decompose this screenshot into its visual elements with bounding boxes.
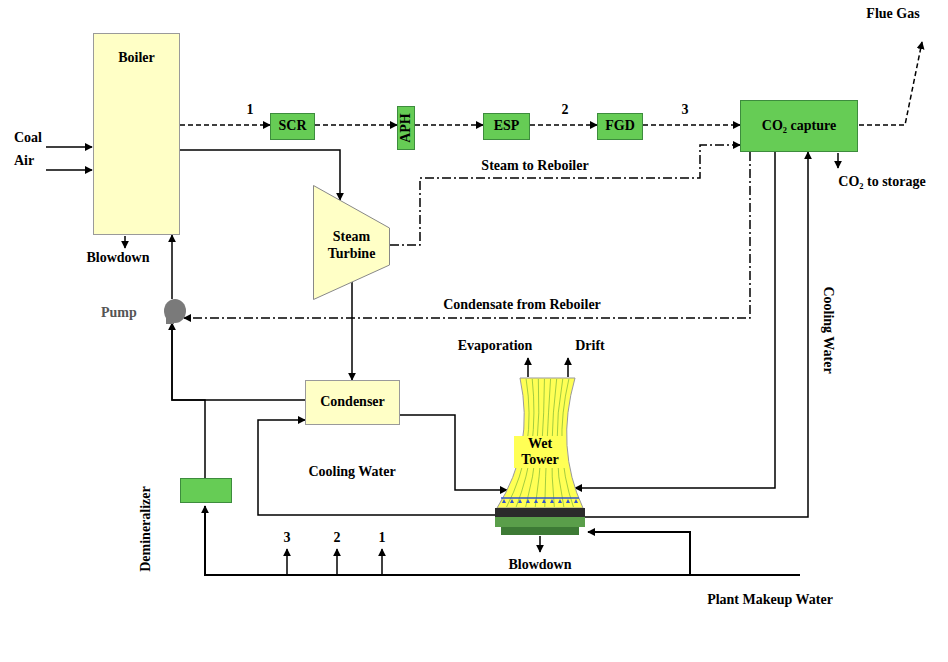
makeup-line: [588, 532, 690, 575]
spray-nozzle: [518, 499, 522, 503]
pump-symbol: Pump: [163, 298, 187, 324]
flow-connector: [351, 282, 353, 380]
node-label: SCR: [278, 118, 306, 134]
flow-connector: [172, 323, 305, 400]
stream-label: Blowdown: [506, 557, 573, 573]
process-box: SCR: [270, 113, 315, 140]
spray-nozzle: [566, 499, 570, 503]
spray-header: [501, 497, 579, 499]
process-box: ESP: [483, 113, 530, 140]
flow-label: 2: [560, 102, 571, 118]
stream-label: 3: [282, 530, 293, 546]
flow-connector: [172, 323, 205, 478]
flow-connector: [258, 420, 495, 515]
spray-nozzle: [558, 499, 562, 503]
flow-label: 1: [245, 102, 256, 118]
coal-arrow: [46, 146, 92, 148]
flow-connector: [585, 152, 808, 517]
stream-label: CO₂ to storage: [836, 174, 927, 190]
spray-nozzle: [502, 499, 506, 503]
spray-nozzle: [510, 499, 514, 503]
flow-connector: [530, 124, 597, 126]
spray-nozzle: [542, 499, 546, 503]
spray-nozzle: [534, 499, 538, 503]
stream-label: Drift: [573, 338, 607, 354]
flow-connector: [184, 152, 750, 318]
stream-label: Flue Gas: [864, 6, 921, 22]
flow-connector: [643, 124, 740, 126]
blowdown-arrow: [124, 236, 126, 248]
storage-arrow: [837, 153, 839, 168]
stream-label: 2: [332, 530, 343, 546]
boiler-box: Boiler: [93, 33, 180, 235]
node-label: Demineralizer: [138, 486, 154, 572]
evaporation-arrow: [527, 358, 529, 377]
spray-nozzle: [550, 499, 554, 503]
tower-base: [501, 527, 579, 535]
stream-label: 1: [377, 530, 388, 546]
air-arrow: [46, 169, 92, 171]
process-box: APH: [397, 106, 415, 150]
blowdown-arrow: [539, 536, 541, 552]
pump-foot: [166, 318, 174, 324]
flow-connector: [400, 415, 507, 490]
fill-pack: [495, 508, 585, 517]
flow-connector: [390, 145, 740, 245]
flue-gas-arrow: [859, 42, 922, 125]
stream-label: Blowdown: [84, 250, 151, 266]
cooling-tower: Wet Tower: [495, 378, 585, 535]
condenser-box: Condenser: [305, 380, 400, 425]
makeup-branch: [286, 549, 288, 575]
process-box: CO₂ capture: [740, 100, 858, 152]
pump-outline: [163, 298, 187, 324]
spray-nozzle: [574, 499, 578, 503]
flow-connector: [315, 124, 397, 126]
flow-label: Cooling Water: [820, 284, 836, 375]
stream-label: Coal: [12, 130, 44, 146]
node-label: Steam Turbine: [322, 229, 382, 261]
process-box: FGD: [597, 113, 643, 140]
makeup-branch: [381, 549, 383, 575]
node-label: Boiler: [118, 50, 155, 66]
node-label: FGD: [605, 118, 635, 134]
turbine-shape: Steam Turbine: [313, 185, 390, 300]
flow-label: Steam to Reboiler: [479, 158, 590, 174]
stream-label: Evaporation: [456, 338, 535, 354]
node-label: ESP: [494, 118, 520, 134]
demineralizer-box: Demineralizer: [180, 478, 232, 503]
pump-body: [164, 299, 186, 323]
flow-connector: [171, 235, 173, 299]
drift-arrow: [567, 358, 569, 377]
node-label: Wet Tower: [514, 436, 566, 468]
node-label: CO₂ capture: [762, 118, 836, 134]
flow-connector: [415, 124, 483, 126]
node-label: APH: [398, 113, 414, 143]
turbine-outline: [314, 186, 390, 300]
flow-connector: [180, 124, 270, 126]
tower-basin: [495, 517, 585, 527]
tower-shell: [497, 378, 583, 508]
flow-label: Cooling Water: [306, 464, 397, 480]
stream-label: Plant Makeup Water: [705, 592, 835, 608]
makeup-branch: [336, 549, 338, 575]
spray-nozzle: [526, 499, 530, 503]
flow-label: 3: [680, 102, 691, 118]
flow-connector: [575, 152, 775, 488]
node-label: Condenser: [320, 394, 385, 410]
node-label: Pump: [101, 305, 137, 321]
stream-label: Air: [12, 153, 36, 169]
flow-label: Condensate from Reboiler: [441, 297, 603, 313]
